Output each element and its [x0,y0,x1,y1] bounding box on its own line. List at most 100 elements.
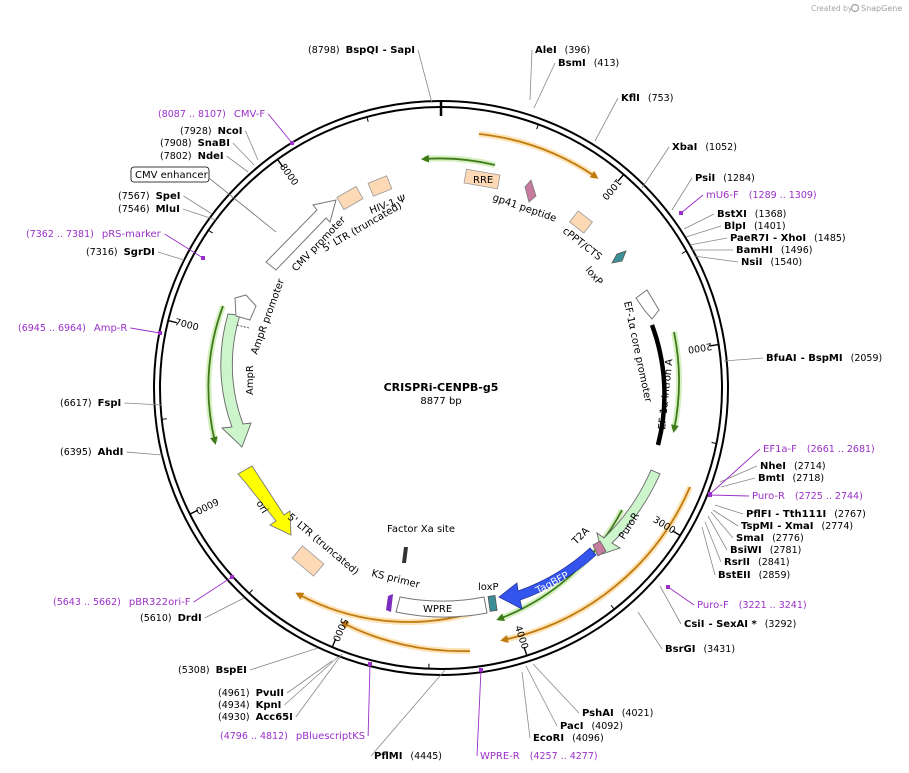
site-name: AleI [535,45,557,56]
label-rre: RRE [473,175,493,186]
site-leader [245,130,259,161]
site-leader [685,225,722,238]
map-title: CRISPRi-CENPB-g5 8877 bp [384,381,499,407]
site-position: (396) [565,45,591,56]
feature-gp41 [524,179,537,203]
site-leader [720,477,756,488]
site-position: (8798) [308,45,340,56]
site-leader [707,515,728,551]
tick-mark [711,441,717,444]
primer-binding-mark [679,211,683,215]
site-leader [124,402,163,406]
label-ef1a-core: EF-1α core promoter [621,300,653,404]
restriction-site: (4096)EcoRI [533,733,604,744]
primer-name: Puro-F [697,600,729,611]
site-name: BamHI [736,245,773,256]
label-ampr: AmpR [245,365,256,395]
restriction-site: (7567) SpeI [118,191,180,202]
site-position: (2841) [758,557,790,568]
primer-range: (2725 .. 2744) [795,491,863,502]
restriction-site: (413)BsmI [558,58,619,69]
primer-label: (5643 .. 5662)pBR322ori-F [53,597,191,608]
site-leader [693,255,739,263]
restriction-site: (1496)BamHI [736,245,812,256]
restriction-site: (2859)BstEII [718,570,790,581]
primer-binding-mark [666,585,670,589]
restriction-site: (1052)XbaI [672,142,737,153]
site-name: BfuAI [766,353,797,364]
restriction-site: (2841)RsrII [724,557,790,568]
site-leader [295,653,343,718]
tick-mark [208,229,213,234]
restriction-site: (6395)AhdI [60,447,123,458]
tick-mark [161,418,167,420]
primer-binding-mark [368,662,372,666]
credit-text: Created by [811,4,853,13]
arrow-bottom-right [500,486,691,643]
site-position: (2767) [834,509,866,520]
site-leader [249,647,319,671]
restriction-site: (4930)Acc65I [218,712,293,723]
restriction-site: (4934)KpnI [218,700,281,711]
site-position: (7567) [118,191,150,202]
tick-mark [536,124,539,130]
site-position: (4445) [410,751,442,762]
site-name: FspI [98,398,122,409]
site-name: NdeI [198,151,224,162]
site-leader [704,521,722,563]
tick-mark [366,116,369,122]
feature-rre [463,168,501,190]
site-position: (2781) [770,545,802,556]
primer-range: (6945 .. 6964) [18,323,86,334]
arrow-bottom-green [496,509,623,621]
site-name: BsmI [558,58,586,69]
site-name-2: - XmaI [777,521,813,532]
restriction-site: (7928)NcoI [180,126,242,137]
primer-label: (8087 .. 8107)CMV-F [158,109,265,120]
primer-binding-mark [230,575,234,579]
site-position: (3431) [703,644,735,655]
site-leader [712,509,739,527]
tick-label: 2000 [687,340,713,355]
primer-name: Amp-R [94,323,128,334]
feature-ks-primer [386,594,393,612]
primer-range: (8087 .. 8107) [158,109,226,120]
site-position: (2859) [759,570,791,581]
site-leader [525,665,558,727]
site-name: BsiWI [730,545,762,556]
restriction-site: (2774)TspMI - XmaI [741,521,853,532]
site-position: (5308) [178,665,210,676]
site-leader [157,251,185,261]
site-name-2: - XhoI [773,233,806,244]
site-name: CsiI [684,619,704,630]
site-leader [417,49,433,104]
tick-label: 1000 [599,176,623,202]
restriction-site: (2059)BfuAI - BspMI [766,353,882,364]
restriction-site: (7546)MluI [118,204,180,215]
site-name: SpeI [156,191,181,202]
label-factor-xa: Factor Xa site [387,524,455,535]
primer-leader [267,113,293,144]
primer-label: (2725 .. 2744)Puro-R [752,491,863,502]
site-leader [286,660,333,694]
site-position: (4934) [218,700,250,711]
label-ef1a-intron: EF-1α intron A [657,358,675,430]
feature-ef1a-core [635,289,660,320]
site-position: (1401) [754,221,786,232]
site-position: (2714) [794,461,826,472]
restriction-site: (2767)PflFI - Tth111I [746,509,866,520]
features [220,168,667,618]
feature-arrows [205,131,693,655]
tick-mark [331,638,337,648]
primer-label: (4796 .. 4812)pBluescriptKS [220,731,365,742]
snapgene-credit: Created by SnapGene [811,3,902,13]
site-name-2: - BspMI [801,353,843,364]
site-name: SmaI [736,533,764,544]
site-position: (1368) [755,209,787,220]
tick-mark [168,319,178,324]
site-leader [126,451,163,456]
feature-ef1a-intron [649,324,667,446]
site-leader [532,663,580,714]
site-name: SnaBI [198,138,230,149]
